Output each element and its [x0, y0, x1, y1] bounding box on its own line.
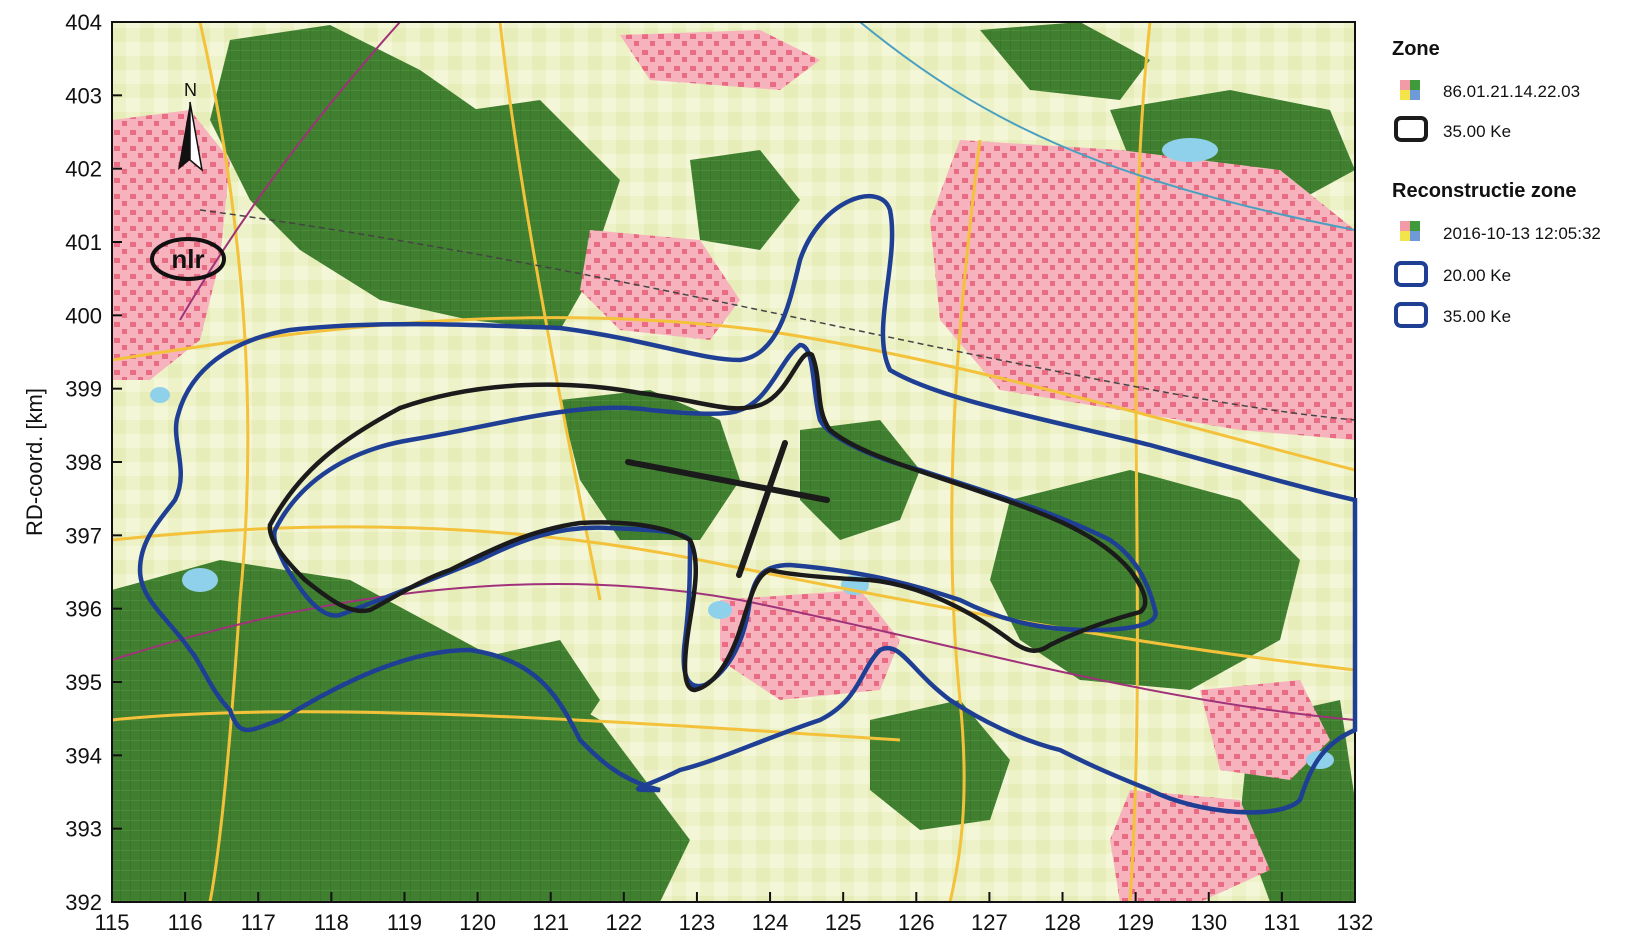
- y-tick-label: 398: [65, 450, 102, 475]
- legend-reconstruction-contour-20-label: 20.00 Ke: [1443, 266, 1511, 285]
- y-tick-label: 403: [65, 83, 102, 108]
- reconstruction-contour-20-ke: [137, 193, 1358, 815]
- y-axis-title: RD-coord. [km]: [22, 388, 47, 536]
- north-label: N: [184, 80, 197, 100]
- y-tick-label: 404: [65, 10, 102, 35]
- x-tick-label: 124: [752, 910, 789, 935]
- legend: Zone 86.01.21.14.22.03 35.00 Ke Reconstr…: [1392, 38, 1601, 328]
- y-tick-label: 395: [65, 670, 102, 695]
- y-tick-label: 397: [65, 523, 102, 548]
- x-tick-label: 115: [94, 910, 129, 935]
- y-tick-label: 401: [65, 230, 102, 255]
- x-tick-label: 132: [1337, 910, 1374, 935]
- nlr-logo: nlr: [150, 237, 226, 281]
- legend-zone-heading: Zone: [1392, 38, 1440, 60]
- y-tick-label: 394: [65, 743, 102, 768]
- x-tick-label: 120: [459, 910, 496, 935]
- legend-reconstruction-raster-label: 2016-10-13 12:05:32: [1443, 224, 1601, 243]
- x-tick-label: 125: [825, 910, 862, 935]
- reconstruction-raster-swatch-icon: [1400, 221, 1420, 241]
- zone-contour-35-ke: [267, 351, 1148, 693]
- land-use-basemap: [112, 22, 1355, 902]
- y-tick-label: 393: [65, 817, 102, 842]
- x-axis-ticks: 115 116 117 118 119 120 121 122 123 124 125 126 127 1…: [94, 892, 1373, 935]
- legend-zone-contour-label: 35.00 Ke: [1443, 122, 1511, 141]
- y-tick-label: 396: [65, 597, 102, 622]
- zone-raster-swatch-icon: [1400, 80, 1420, 100]
- x-tick-label: 129: [1117, 910, 1154, 935]
- x-tick-label: 116: [168, 910, 203, 935]
- x-tick-label: 117: [241, 910, 276, 935]
- x-tick-label: 127: [971, 910, 1008, 935]
- x-tick-label: 121: [532, 910, 569, 935]
- y-tick-label: 400: [65, 303, 102, 328]
- legend-reconstruction-heading: Reconstructie zone: [1392, 180, 1576, 202]
- x-tick-label: 126: [898, 910, 935, 935]
- x-tick-label: 128: [1044, 910, 1081, 935]
- reconstruction-contour-35-ke: [272, 342, 1158, 689]
- x-tick-label: 131: [1264, 910, 1301, 935]
- svg-text:nlr: nlr: [171, 244, 204, 274]
- y-tick-label: 399: [65, 377, 102, 402]
- y-tick-label: 402: [65, 157, 102, 182]
- x-tick-label: 119: [387, 910, 422, 935]
- x-tick-label: 118: [314, 910, 349, 935]
- y-axis-ticks: 392 393 394 395 396 397 398 399 400 401 402 403 404: [65, 10, 122, 915]
- legend-zone-raster-label: 86.01.21.14.22.03: [1443, 82, 1580, 101]
- x-tick-label: 122: [605, 910, 642, 935]
- legend-reconstruction-contour-35-label: 35.00 Ke: [1443, 307, 1511, 326]
- x-tick-label: 130: [1190, 910, 1227, 935]
- runway-cross: [625, 440, 830, 578]
- y-tick-label: 392: [65, 890, 102, 915]
- legend-reconstruction-contour-35-swatch: [1394, 302, 1428, 328]
- legend-reconstruction-contour-20-swatch: [1394, 261, 1428, 287]
- legend-zone-contour-swatch: [1394, 116, 1428, 142]
- north-arrow-icon: N: [178, 80, 204, 172]
- x-tick-label: 123: [679, 910, 716, 935]
